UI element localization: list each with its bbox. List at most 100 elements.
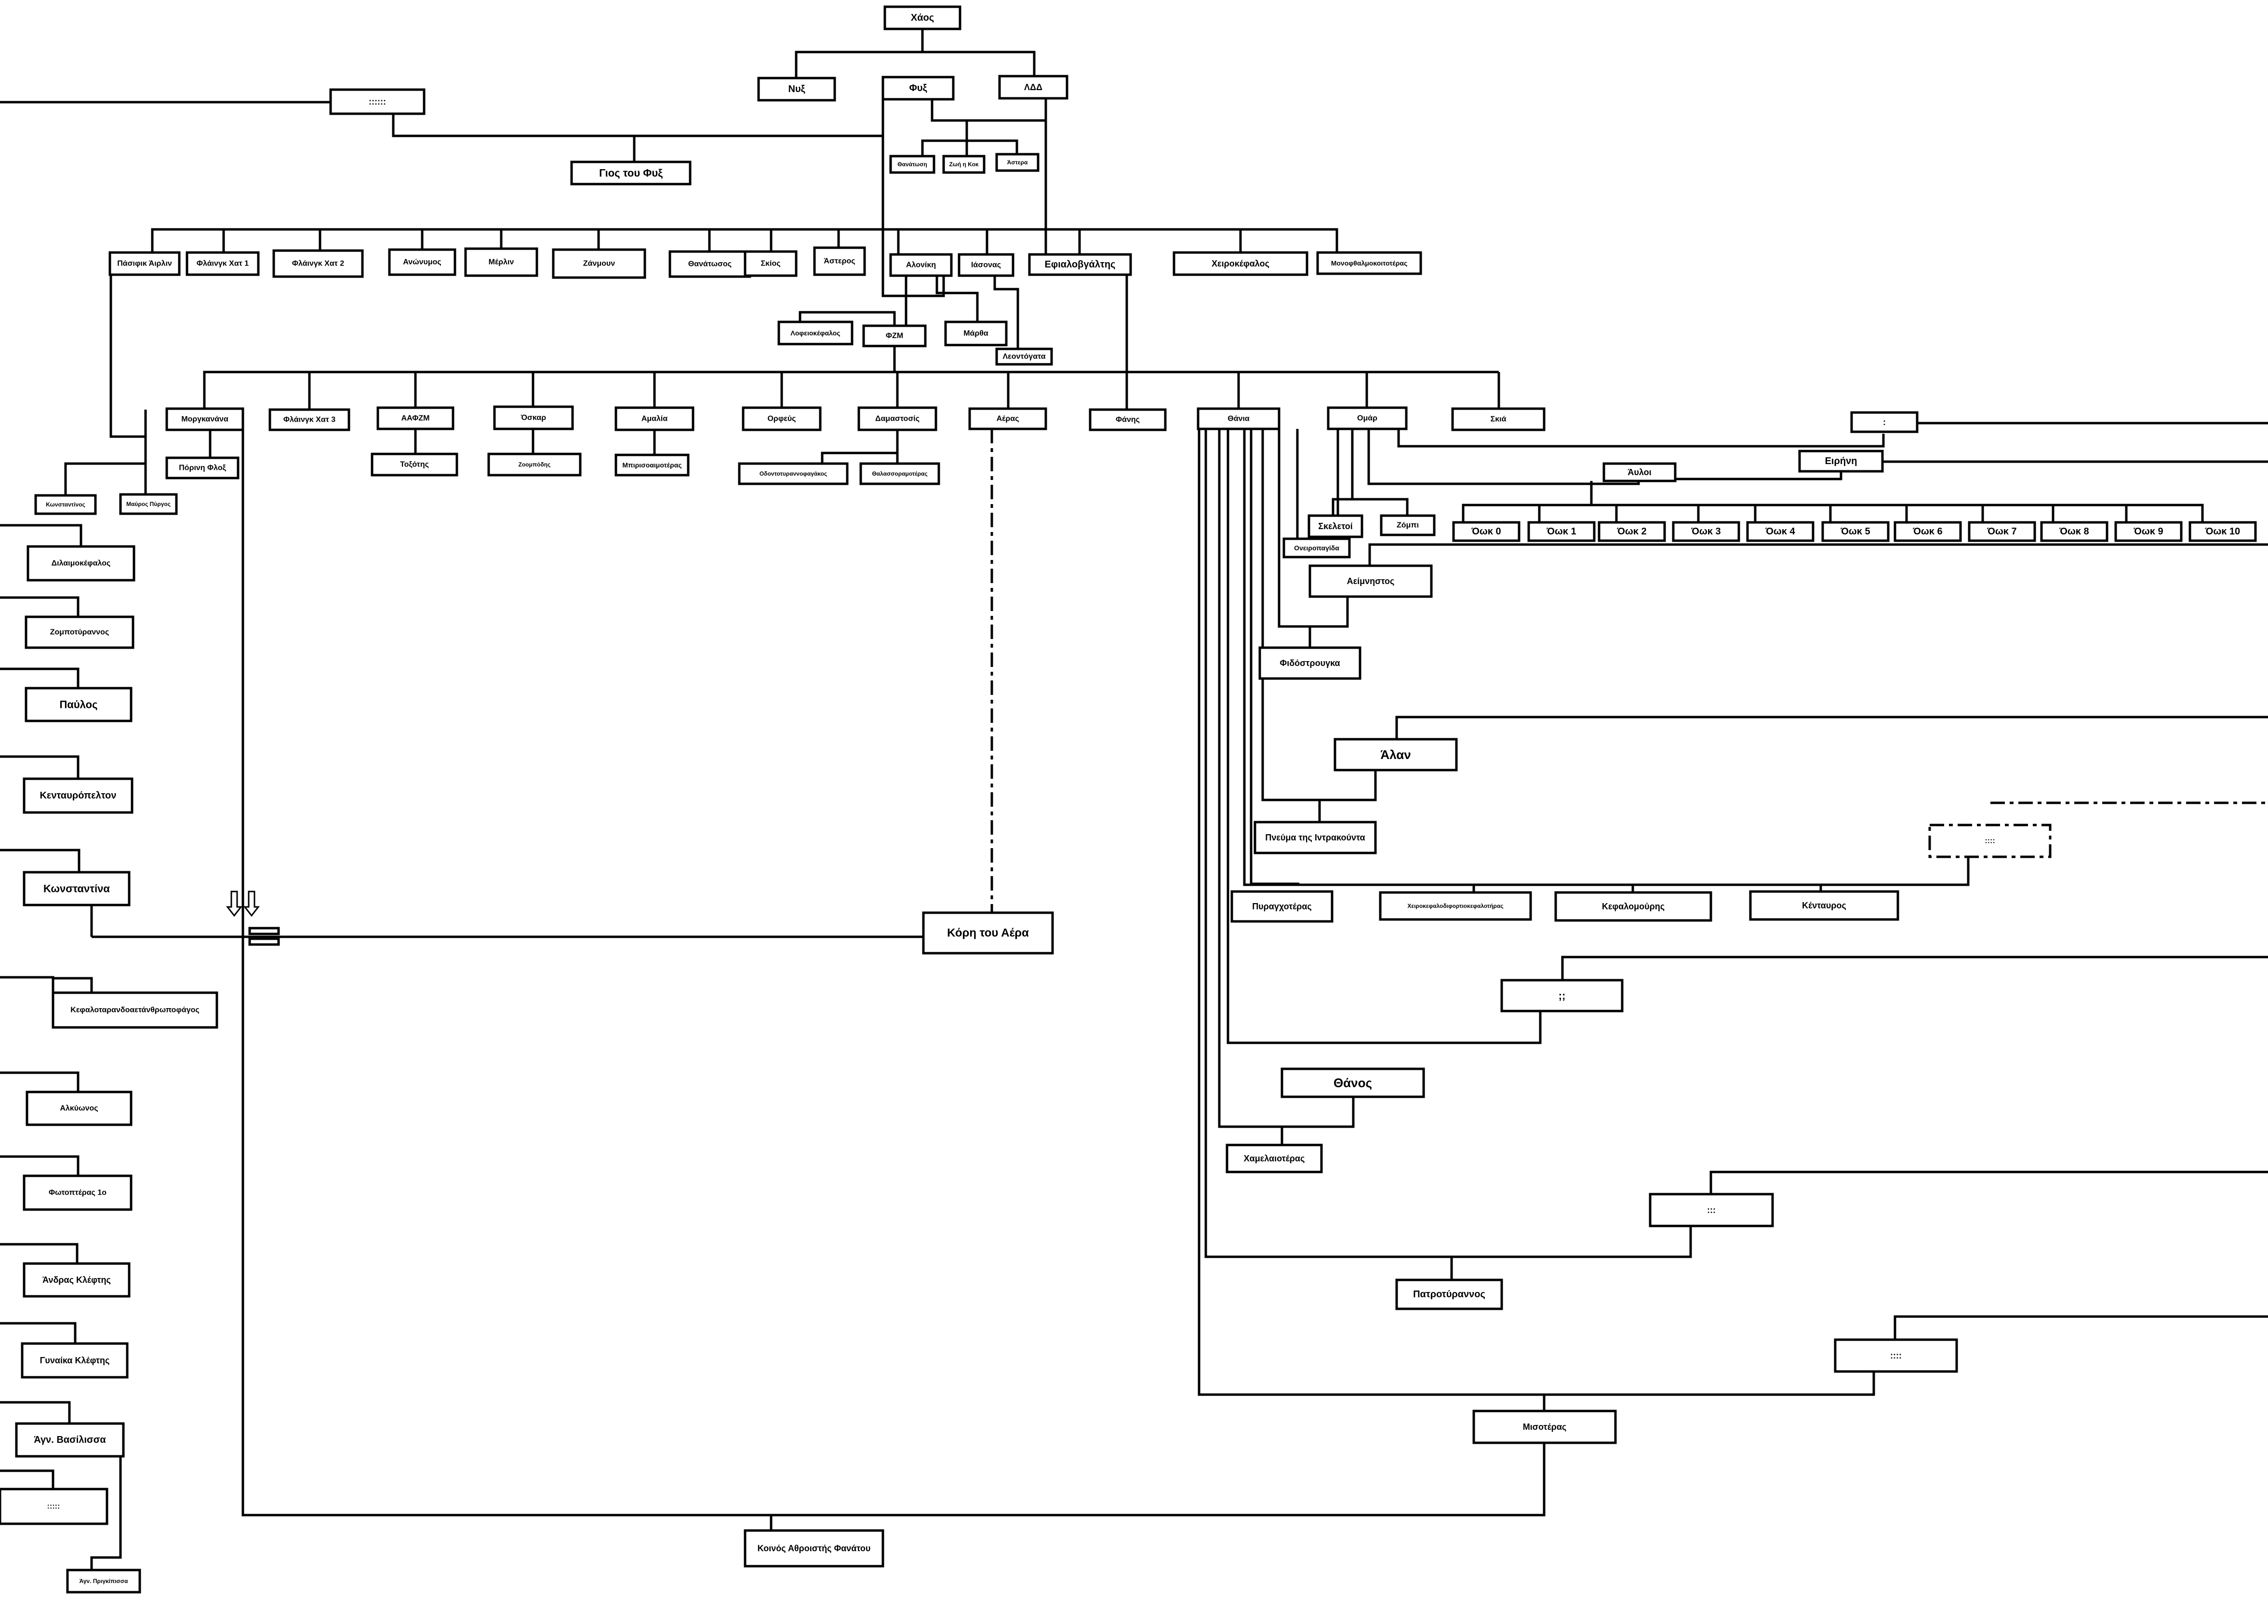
double-arrow-icon [248,927,280,935]
node-xeirokefalo2: Χειροκεφαλοδιφορτιοκεφαλοτήρας [1379,891,1532,921]
node-label: Όωκ 2 [1616,526,1646,537]
node-label: Άυλοι [1628,467,1651,477]
node-label: Χειροκέφαλος [1212,259,1269,268]
node-box [738,462,849,485]
node-fyx: Φυξ [881,76,955,101]
connector-line [935,276,979,322]
node-label: Όωκ 8 [2059,526,2089,537]
node-alkyonos: Αλκύωνος [26,1091,133,1126]
node-fotopteras: Φωτοπτέρας 1ο [23,1174,133,1211]
node-box [744,250,798,277]
node-box [1472,1410,1617,1444]
node-box [25,687,133,722]
node-label: Ανώνυμος [403,258,441,266]
tree-connectors [0,29,2268,1570]
node-label: Γυναίκα Κλέφτης [40,1356,110,1365]
node-label: Άστερα [1007,159,1028,166]
node-box [1452,521,1521,542]
node-fidostrougka: Φιδόστρουγκα [1258,646,1361,680]
connector-line [1395,716,2268,739]
node-label: Ζωή η Κοκ [949,161,979,168]
node-box [1602,462,1677,482]
node-ok1: Όωκ 1 [1527,521,1596,542]
node-box [1173,251,1308,276]
node-box [1282,537,1351,559]
connector-line [0,1155,80,1176]
node-label: :::::: [369,97,386,106]
node-label: Παύλος [59,699,97,711]
node-label: Όωκ 9 [2133,526,2163,537]
node-ok8: Όωκ 8 [2040,521,2108,542]
node-label: Κοινός Αθροιστής Φανάτου [758,1544,871,1553]
node-box [165,456,240,479]
connector-line [993,276,1019,349]
node-dots5: ::::: [0,1488,108,1525]
node-lofeiokefalos: Λοφειοκέφαλος [777,320,854,346]
node-label: Όωκ 3 [1691,526,1721,537]
node-box [1928,824,2052,858]
node-ldd: ΛΔΔ [998,75,1068,100]
node-andras: Άνδρας Κλέφτης [23,1262,131,1298]
node-label: Φλάινγκ Χατ 3 [283,416,335,424]
node-label: Όωκ 10 [2205,526,2240,537]
node-label: Χάος [911,13,934,23]
node-label: Θανάτωσος [688,260,732,268]
node-label: Όσκαρ [520,414,546,422]
node-label: Αμαλία [641,415,668,423]
node-box [21,1342,129,1379]
node-label: Δαμαστοσίς [875,415,920,423]
node-box [2114,521,2183,542]
node-label: Κωνσταντίνα [43,883,110,895]
node-thanatomeni: Θανάτωση [889,155,935,174]
connector-line [921,120,968,156]
node-flaink3: Φλάινγκ Χατ 3 [268,408,350,431]
connector-line [931,98,1047,122]
node-patrotyrannos: Πατροτύραννος [1395,1278,1503,1310]
node-box [1451,407,1546,431]
node-label: Χειροκεφαλοδιφορτιοκεφαλοτήρας [1407,903,1503,909]
node-dots3: ::: [1649,1193,1774,1227]
node-box [1527,521,1596,542]
node-box [23,871,131,906]
connector-line [1639,471,1842,480]
node-box [2188,521,2257,542]
down-arrow-icon [226,891,243,917]
connector-line [1310,597,1349,628]
node-eirini: Ειρήνη [1798,450,1884,473]
node-alonikh: Αλονίκη [889,253,953,277]
node-omar: Ομάρ [1327,406,1408,430]
node-label: Πνεύμα της Ιντρακούντα [1265,833,1365,842]
node-box [1307,514,1363,538]
node-konstantina: Κωνσταντίνα [23,871,131,906]
node-label: Ειρήνη [1825,456,1857,466]
node-box [1258,646,1361,680]
node-label: ΑΑΦΖΜ [401,414,430,423]
node-box [995,347,1053,366]
node-box [742,406,822,431]
node-fzm: ΦΖΜ [862,324,927,347]
node-label: Ομάρ [1357,414,1377,423]
connector-line [1367,429,1640,485]
node-box [889,253,953,277]
node-oskar: Όσκαρ [493,405,574,430]
node-kefalotarandos: Κεφαλοταρανδοαετάνθρωποφάγος [52,991,218,1029]
connector-line [0,1322,77,1344]
node-box [668,250,751,278]
node-box [757,77,836,102]
node-morgkanana: Μοργκανάνα [165,407,244,431]
node-asteros: Άστερος [813,246,866,276]
node-label: Φλάινγκ Χατ 1 [197,260,249,268]
node-box [995,153,1040,172]
node-label: Κένταυρος [1802,901,1846,910]
node-label: Κενταυρόπελτον [40,790,116,801]
node-box [777,320,854,346]
node-astera: Άστερα [995,153,1040,172]
node-box [34,494,97,515]
node-box [1834,1338,1958,1373]
node-box [329,88,426,115]
node-ok0: Όωκ 0 [1452,521,1521,542]
node-merlin: Μέρλιν [464,247,538,277]
node-box [614,406,694,431]
node-anonymos: Ανώνυμος [388,248,456,276]
